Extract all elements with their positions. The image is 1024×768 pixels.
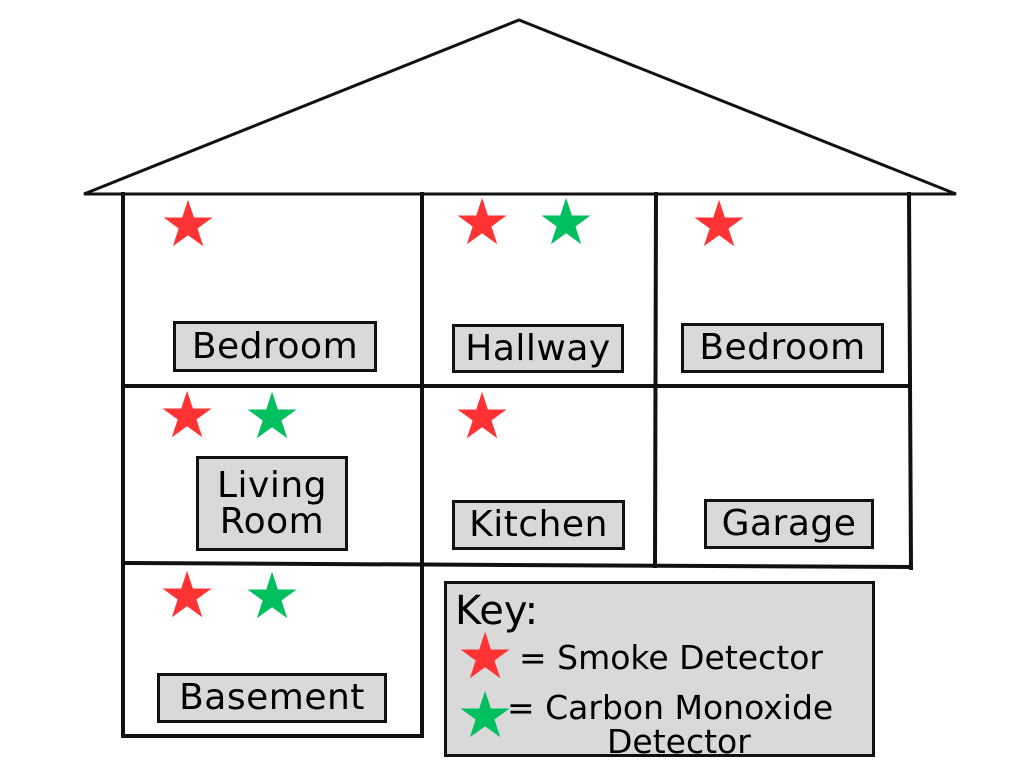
legend-co-star-icon: ★ <box>456 679 514 753</box>
legend-co-label: = Carbon Monoxide <box>507 688 834 727</box>
co-detector-star-icon: ★ <box>243 380 301 454</box>
smoke-detector-star-icon: ★ <box>158 559 216 633</box>
room-label-living-room: Living Room <box>196 456 348 551</box>
room-label-hallway: Hallway <box>452 324 624 373</box>
room-label-bedroom-right: Bedroom <box>681 323 884 373</box>
roof <box>83 18 957 196</box>
smoke-detector-star-icon: ★ <box>690 188 748 262</box>
legend-smoke-label: = Smoke Detector <box>519 638 823 677</box>
legend-box: Key: ★ = Smoke Detector ★ = Carbon Monox… <box>444 581 875 761</box>
room-label-garage: Garage <box>704 499 874 549</box>
room-label-bedroom-left: Bedroom <box>173 321 377 372</box>
legend-co-label-line2: Detector <box>607 722 751 761</box>
smoke-detector-star-icon: ★ <box>159 188 217 262</box>
smoke-detector-star-icon: ★ <box>453 380 511 454</box>
smoke-detector-star-icon: ★ <box>158 379 216 453</box>
legend-title: Key: <box>455 588 539 634</box>
co-detector-star-icon: ★ <box>537 186 595 260</box>
room-label-kitchen: Kitchen <box>452 500 625 550</box>
co-detector-star-icon: ★ <box>243 560 301 634</box>
legend-smoke-star-icon: ★ <box>456 620 514 694</box>
room-label-basement: Basement <box>157 673 387 723</box>
smoke-detector-star-icon: ★ <box>453 186 511 260</box>
